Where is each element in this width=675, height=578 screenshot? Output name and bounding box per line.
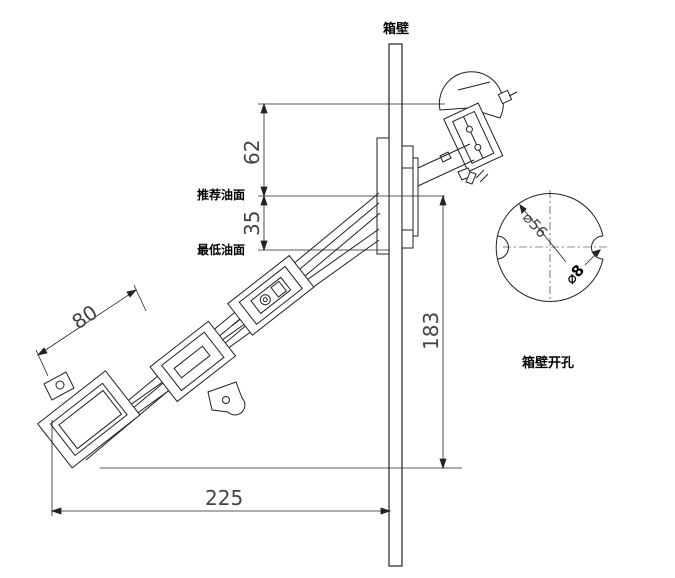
recommended-oil-level-label: 推荐油面 [197,187,245,202]
arm-bracket-middle [149,320,237,403]
tank-wall: 箱壁 [383,21,409,567]
wall-opening-detail [495,190,608,302]
minimum-oil-level-label: 最低油面 [197,242,245,257]
dimension-35-label: 35 [240,211,264,236]
dimension-183-label: 183 [419,312,443,350]
dimension-225-label: 225 [205,486,243,510]
gauge-dial-head [417,71,518,187]
dimension-lines [35,102,462,516]
tank-wall-label: 箱壁 [383,21,409,37]
arm-bracket-middle-tab [207,381,246,416]
arm-bracket-upper [227,254,315,336]
float-end-tab [43,371,75,401]
opening-diameter-label: ⌀56 [519,209,551,242]
dimension-80-label: 80 [67,300,102,334]
float-end-assembly [36,370,141,469]
dimension-62-label: 62 [240,140,264,165]
pin-diameter-label: ⌀8 [562,261,588,288]
wall-opening-label: 箱壁开孔 [522,355,574,371]
